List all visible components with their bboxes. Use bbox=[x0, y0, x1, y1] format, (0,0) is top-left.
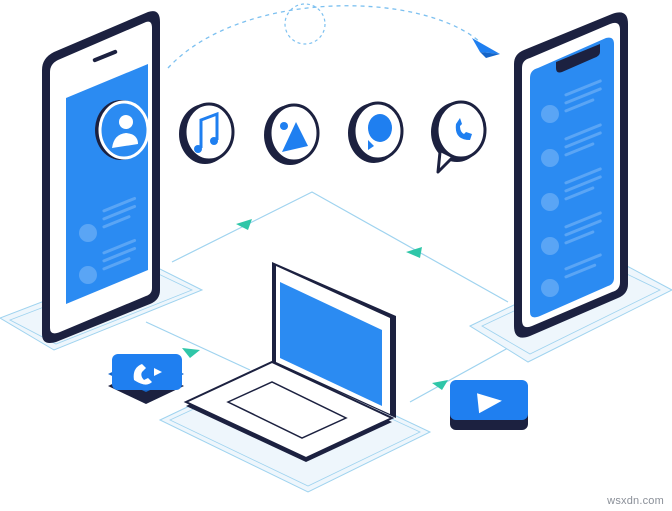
arrow-right-bottom bbox=[432, 380, 448, 390]
phone-transfer-icon bbox=[108, 354, 184, 404]
left-phone-list bbox=[79, 196, 137, 284]
laptop-touchpad bbox=[226, 381, 348, 439]
music-icon bbox=[179, 102, 235, 164]
paper-plane-icon bbox=[472, 38, 500, 58]
arrow-right-top bbox=[406, 247, 422, 258]
connector-lines bbox=[145, 191, 509, 403]
transfer-arc bbox=[167, 5, 481, 69]
laptop-icon bbox=[158, 262, 432, 493]
call-log-icon bbox=[431, 100, 487, 174]
contact-icon bbox=[95, 100, 150, 160]
laptop-screen bbox=[280, 282, 382, 406]
message-icon bbox=[348, 101, 404, 163]
photo-icon bbox=[264, 103, 320, 165]
arrow-left-top bbox=[236, 219, 252, 230]
right-phone-list bbox=[541, 79, 602, 297]
right-phone bbox=[468, 12, 672, 363]
arrow-left-bottom bbox=[182, 348, 200, 358]
connector-arrows bbox=[182, 219, 448, 390]
watermark: wsxdn.com bbox=[607, 495, 664, 507]
play-icon bbox=[450, 380, 528, 430]
arc-dashed-circle bbox=[284, 3, 326, 45]
left-phone bbox=[0, 11, 204, 351]
